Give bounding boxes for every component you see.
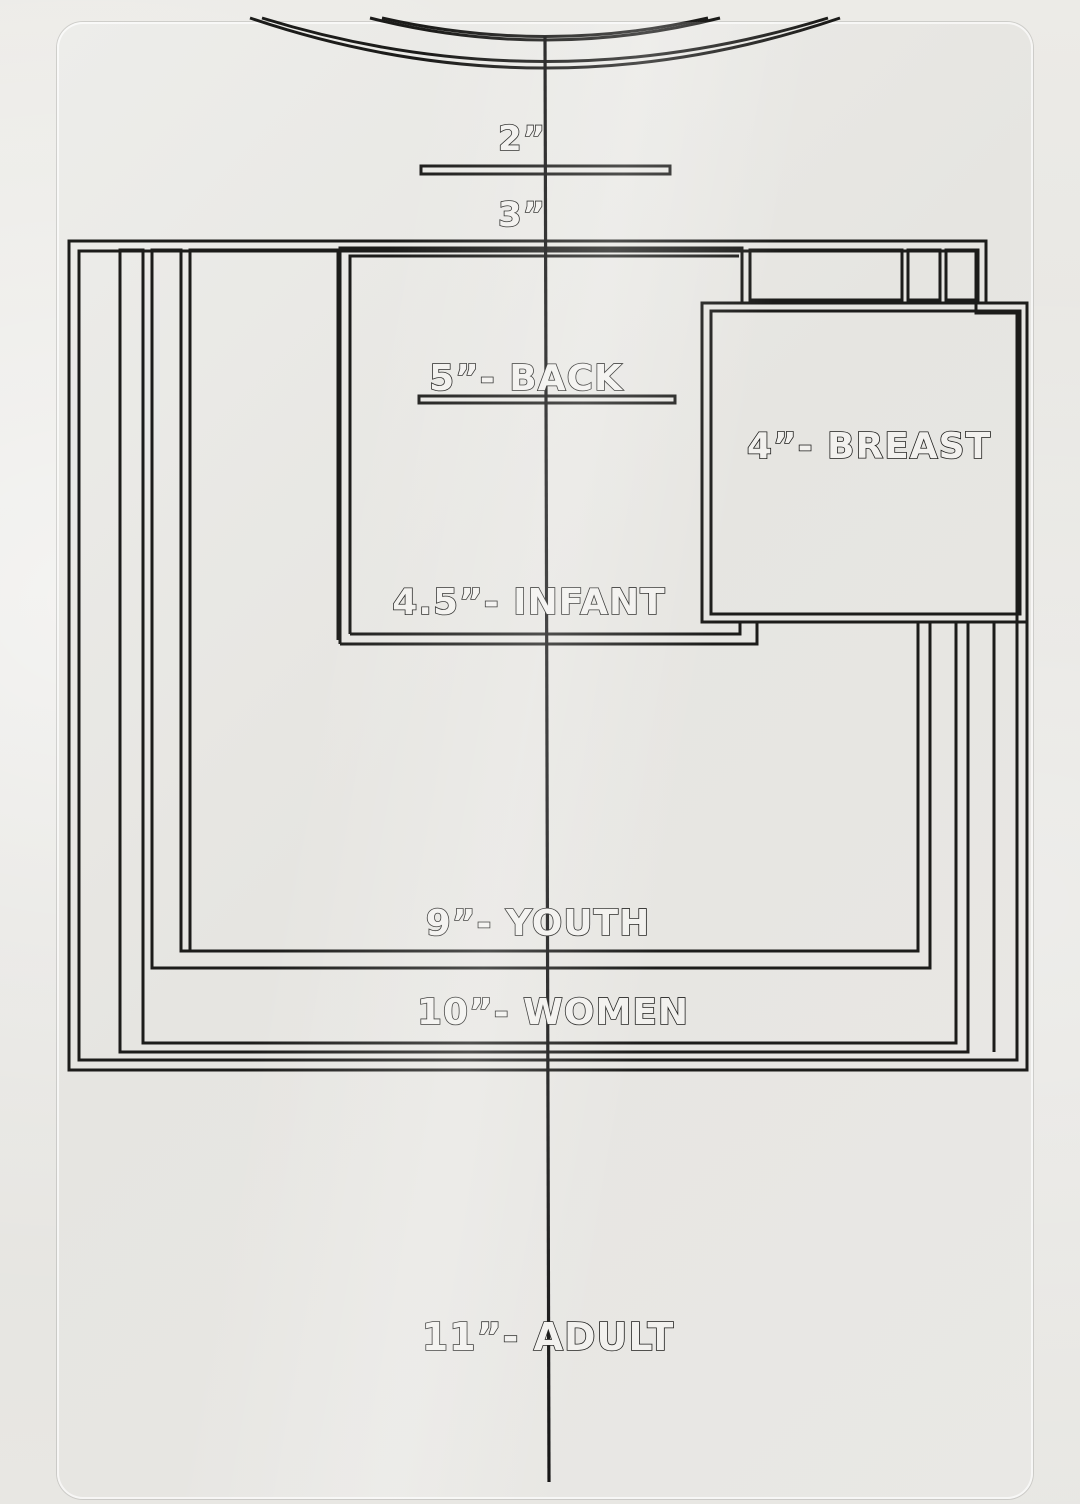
back-label: 5”- BACK [429,358,623,399]
infant-label: 4.5”- INFANT [392,582,665,623]
neckline-arc-inner-3 [381,16,709,38]
collar-tab-box-small-1 [906,248,942,302]
adult-outline-inner [77,249,1019,1062]
infant-outline [338,246,744,644]
breast-box-outer [700,301,1029,624]
infant-outline-inner [348,254,739,634]
youth-outline-inner [188,248,340,951]
infant-bottom [340,620,759,646]
youth-outline [150,248,932,970]
neck-2-inch-label: 2” [498,119,546,159]
breast-label: 4”- BREAST [747,426,991,467]
women-label: 10”- WOMEN [417,992,689,1033]
women-outline [118,248,970,1054]
breast-box-inner [709,309,1022,616]
neck-3-inch-label: 3” [498,195,546,235]
collar-tab-box-small-2 [944,248,980,302]
adult-label: 11”- ADULT [422,1315,675,1359]
youth-label: 9”- YOUTH [426,903,651,944]
collar-tab-box [748,248,904,302]
center-line [543,35,551,1483]
